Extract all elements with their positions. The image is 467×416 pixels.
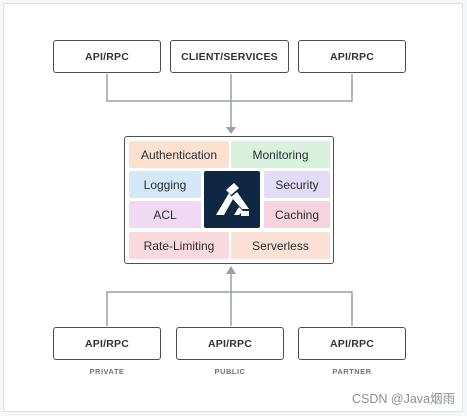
top-right-connector (231, 74, 353, 102)
bottom-right-connector (231, 291, 353, 326)
client-services-box: CLIENT/SERVICES (170, 40, 289, 73)
watermark: CSDN @Java烟雨 (352, 392, 455, 406)
plugin-authentication: Authentication (129, 141, 229, 168)
top-connectors (106, 74, 353, 128)
gateway-logo-icon (216, 183, 249, 216)
plugin-serverless: Serverless (231, 232, 330, 259)
plugin-monitoring: Monitoring (231, 141, 330, 168)
api-gateway: Authentication Monitoring Logging Securi… (124, 136, 334, 264)
caption-private: PRIVATE (89, 367, 125, 376)
top-left-connector (106, 74, 231, 102)
plugin-caching: Caching (264, 201, 330, 228)
plugin-security: Security (264, 171, 330, 198)
bottom-left-api-rpc-box: API/RPC (53, 327, 161, 360)
top-right-api-rpc-box: API/RPC (298, 40, 406, 73)
caption-public: PUBLIC (214, 367, 246, 376)
plugin-rate-limiting: Rate-Limiting (129, 232, 229, 259)
plugin-acl: ACL (129, 201, 201, 228)
bottom-right-api-rpc-box: API/RPC (298, 327, 406, 360)
bottom-connectors (106, 273, 353, 326)
bottom-arrowhead (226, 266, 236, 274)
plugin-logging: Logging (129, 171, 201, 198)
caption-partner: PARTNER (332, 367, 372, 376)
bottom-left-connector (106, 291, 231, 326)
top-arrowhead (226, 127, 236, 134)
top-left-api-rpc-box: API/RPC (53, 40, 161, 73)
gateway-logo (204, 171, 260, 228)
bottom-middle-api-rpc-box: API/RPC (176, 327, 284, 360)
